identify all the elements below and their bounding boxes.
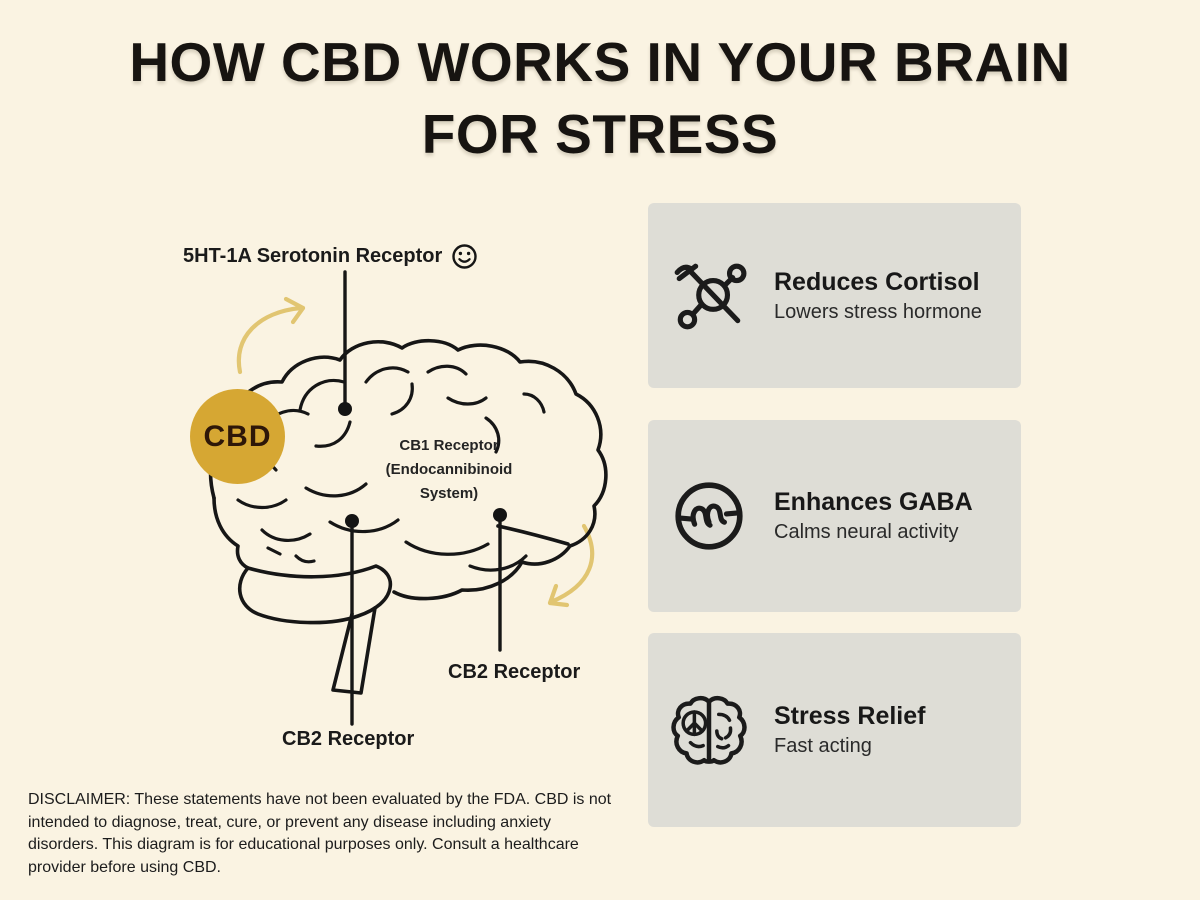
card-text: Enhances GABA Calms neural activity xyxy=(774,486,973,546)
cb1-label-line2: (Endocannibinoid xyxy=(385,461,513,478)
cb2-receptor-left-label: CB2 Receptor xyxy=(282,728,415,750)
disclaimer-text: DISCLAIMER: These statements have not be… xyxy=(28,791,612,876)
page-title-line1: HOW CBD WORKS IN YOUR BRAIN xyxy=(129,31,1071,93)
cb1-label-line1: CB1 Receptor xyxy=(399,437,499,454)
serotonin-receptor-label-text: 5HT-1A Serotonin Receptor xyxy=(183,245,443,267)
card-text: Reduces Cortisol Lowers stress hormone xyxy=(774,266,982,326)
cb1-receptor-label: CB1 Receptor (Endocannibinoid System) xyxy=(360,434,538,506)
card-stress-relief: Stress Relief Fast acting xyxy=(648,633,1021,827)
cb1-label-line3: System) xyxy=(419,485,479,502)
serotonin-receptor-label: 5HT-1A Serotonin Receptor xyxy=(183,243,478,270)
peace-brain-icon xyxy=(671,695,747,765)
card-subtitle: Lowers stress hormone xyxy=(774,300,982,323)
cbd-badge: CBD xyxy=(190,389,285,484)
calm-waves-circle-icon xyxy=(675,482,743,550)
card-enhances-gaba: Enhances GABA Calms neural activity xyxy=(648,420,1021,612)
brain-outline xyxy=(208,338,608,695)
cb2-receptor-right-label: CB2 Receptor xyxy=(448,661,581,683)
card-title: Reduces Cortisol xyxy=(774,267,980,296)
cb2-right-receptor-dot xyxy=(493,508,507,522)
cbd-badge-label: CBD xyxy=(203,419,272,453)
page-title-line2: FOR STRESS xyxy=(421,103,779,165)
arrow-up-icon xyxy=(236,296,306,375)
receptor-pointers xyxy=(338,270,507,726)
card-text: Stress Relief Fast acting xyxy=(774,700,925,760)
cb2-left-receptor-dot xyxy=(345,514,359,528)
card-title: Stress Relief xyxy=(774,702,926,730)
card-subtitle: Calms neural activity xyxy=(774,521,959,543)
card-title: Enhances GABA xyxy=(774,488,973,516)
smiley-face-icon xyxy=(452,244,477,269)
card-subtitle: Fast acting xyxy=(774,735,872,757)
card-reduces-cortisol: Reduces Cortisol Lowers stress hormone xyxy=(648,203,1021,388)
serotonin-receptor-dot xyxy=(338,402,352,416)
crossed-cortisol-molecule-icon xyxy=(674,263,747,329)
brain-folds xyxy=(236,364,546,572)
page-title: HOW CBD WORKS IN YOUR BRAIN FOR STRESS xyxy=(0,26,1200,170)
